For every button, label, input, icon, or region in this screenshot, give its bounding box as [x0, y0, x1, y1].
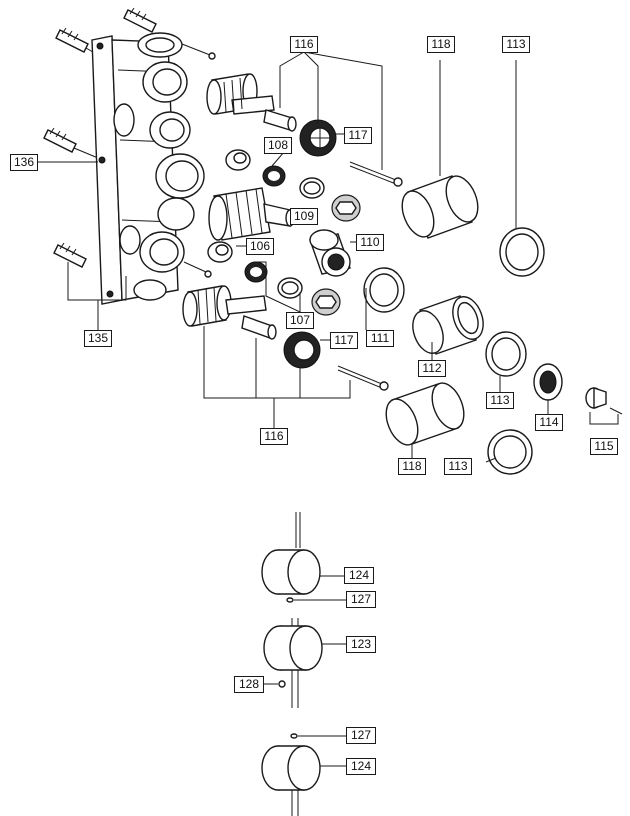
leader-116-b	[303, 51, 319, 124]
adapter-110	[309, 229, 351, 277]
handle-123	[263, 618, 323, 708]
screw-top	[181, 43, 216, 60]
label-110: 110	[356, 234, 384, 251]
nut-upper	[331, 194, 361, 222]
label-107: 107	[286, 312, 314, 329]
spindle-upper	[263, 109, 297, 132]
label-127-top: 127	[346, 591, 376, 608]
label-128: 128	[234, 676, 264, 693]
label-117-top: 117	[344, 127, 372, 144]
leader-116-a	[279, 51, 305, 108]
o-ring-108	[262, 165, 286, 187]
washer-upper	[299, 177, 325, 199]
leader-107	[254, 261, 301, 313]
leader-116-c	[303, 51, 383, 170]
label-117-bottom: 117	[330, 332, 358, 349]
leader-115	[589, 412, 619, 425]
knurled-nut-upper	[299, 119, 337, 157]
label-112: 112	[418, 360, 446, 377]
wall-plug-top-2	[123, 7, 157, 33]
label-114: 114	[535, 414, 563, 431]
sleeve-111	[363, 267, 405, 313]
label-109: 109	[290, 208, 318, 225]
label-124-top: 124	[344, 567, 374, 584]
ring-114	[533, 363, 563, 401]
label-113-top: 113	[502, 36, 530, 53]
wall-plug-mid	[43, 127, 99, 159]
pin-128	[278, 680, 286, 688]
label-116-bottom: 116	[260, 428, 288, 445]
sleeve-118-top	[401, 175, 479, 239]
long-screw-upper	[349, 161, 403, 187]
rosette-113-bottom	[487, 429, 533, 475]
o-ring-106	[244, 261, 268, 283]
label-113-mid: 113	[486, 392, 514, 409]
wall-plug-bottom	[53, 242, 87, 268]
rosette-113-mid	[485, 331, 527, 377]
nut-lower	[311, 288, 341, 316]
long-screw-lower	[337, 365, 389, 391]
leader-135-bracket	[67, 262, 127, 301]
knurled-nut-lower	[283, 331, 321, 369]
leader-108	[271, 151, 285, 167]
leader-113-bottom	[485, 457, 497, 463]
pin-127-top	[286, 597, 294, 603]
screw-lower-left	[183, 261, 212, 278]
sleeve-118-bottom	[385, 382, 465, 446]
label-127-bottom: 127	[346, 727, 376, 744]
label-118-bottom: 118	[398, 458, 426, 475]
label-136: 136	[10, 154, 38, 171]
label-111: 111	[366, 330, 394, 347]
label-115: 115	[590, 438, 618, 455]
seal-106	[207, 241, 233, 263]
seal-108	[225, 149, 251, 171]
label-124-bottom: 124	[346, 758, 376, 775]
cartridge-upper	[206, 73, 275, 115]
label-108: 108	[264, 137, 292, 154]
spindle-lower	[241, 315, 277, 340]
handle-124-top	[261, 512, 321, 595]
mounting-body	[91, 32, 205, 305]
label-123: 123	[346, 636, 376, 653]
label-135: 135	[84, 330, 112, 347]
sleeve-112	[412, 295, 484, 355]
label-116-top: 116	[290, 36, 318, 53]
label-106: 106	[246, 238, 274, 255]
leader-116-lower-a	[203, 326, 351, 399]
rosette-113-top	[499, 227, 545, 277]
handle-124-bottom	[261, 733, 321, 816]
cartridge-lower	[182, 285, 267, 327]
diverter-cartridge-109	[208, 187, 295, 241]
label-113-bottom: 113	[444, 458, 472, 475]
part-115	[585, 387, 623, 415]
washer-107	[277, 277, 303, 299]
label-118-top: 118	[427, 36, 455, 53]
